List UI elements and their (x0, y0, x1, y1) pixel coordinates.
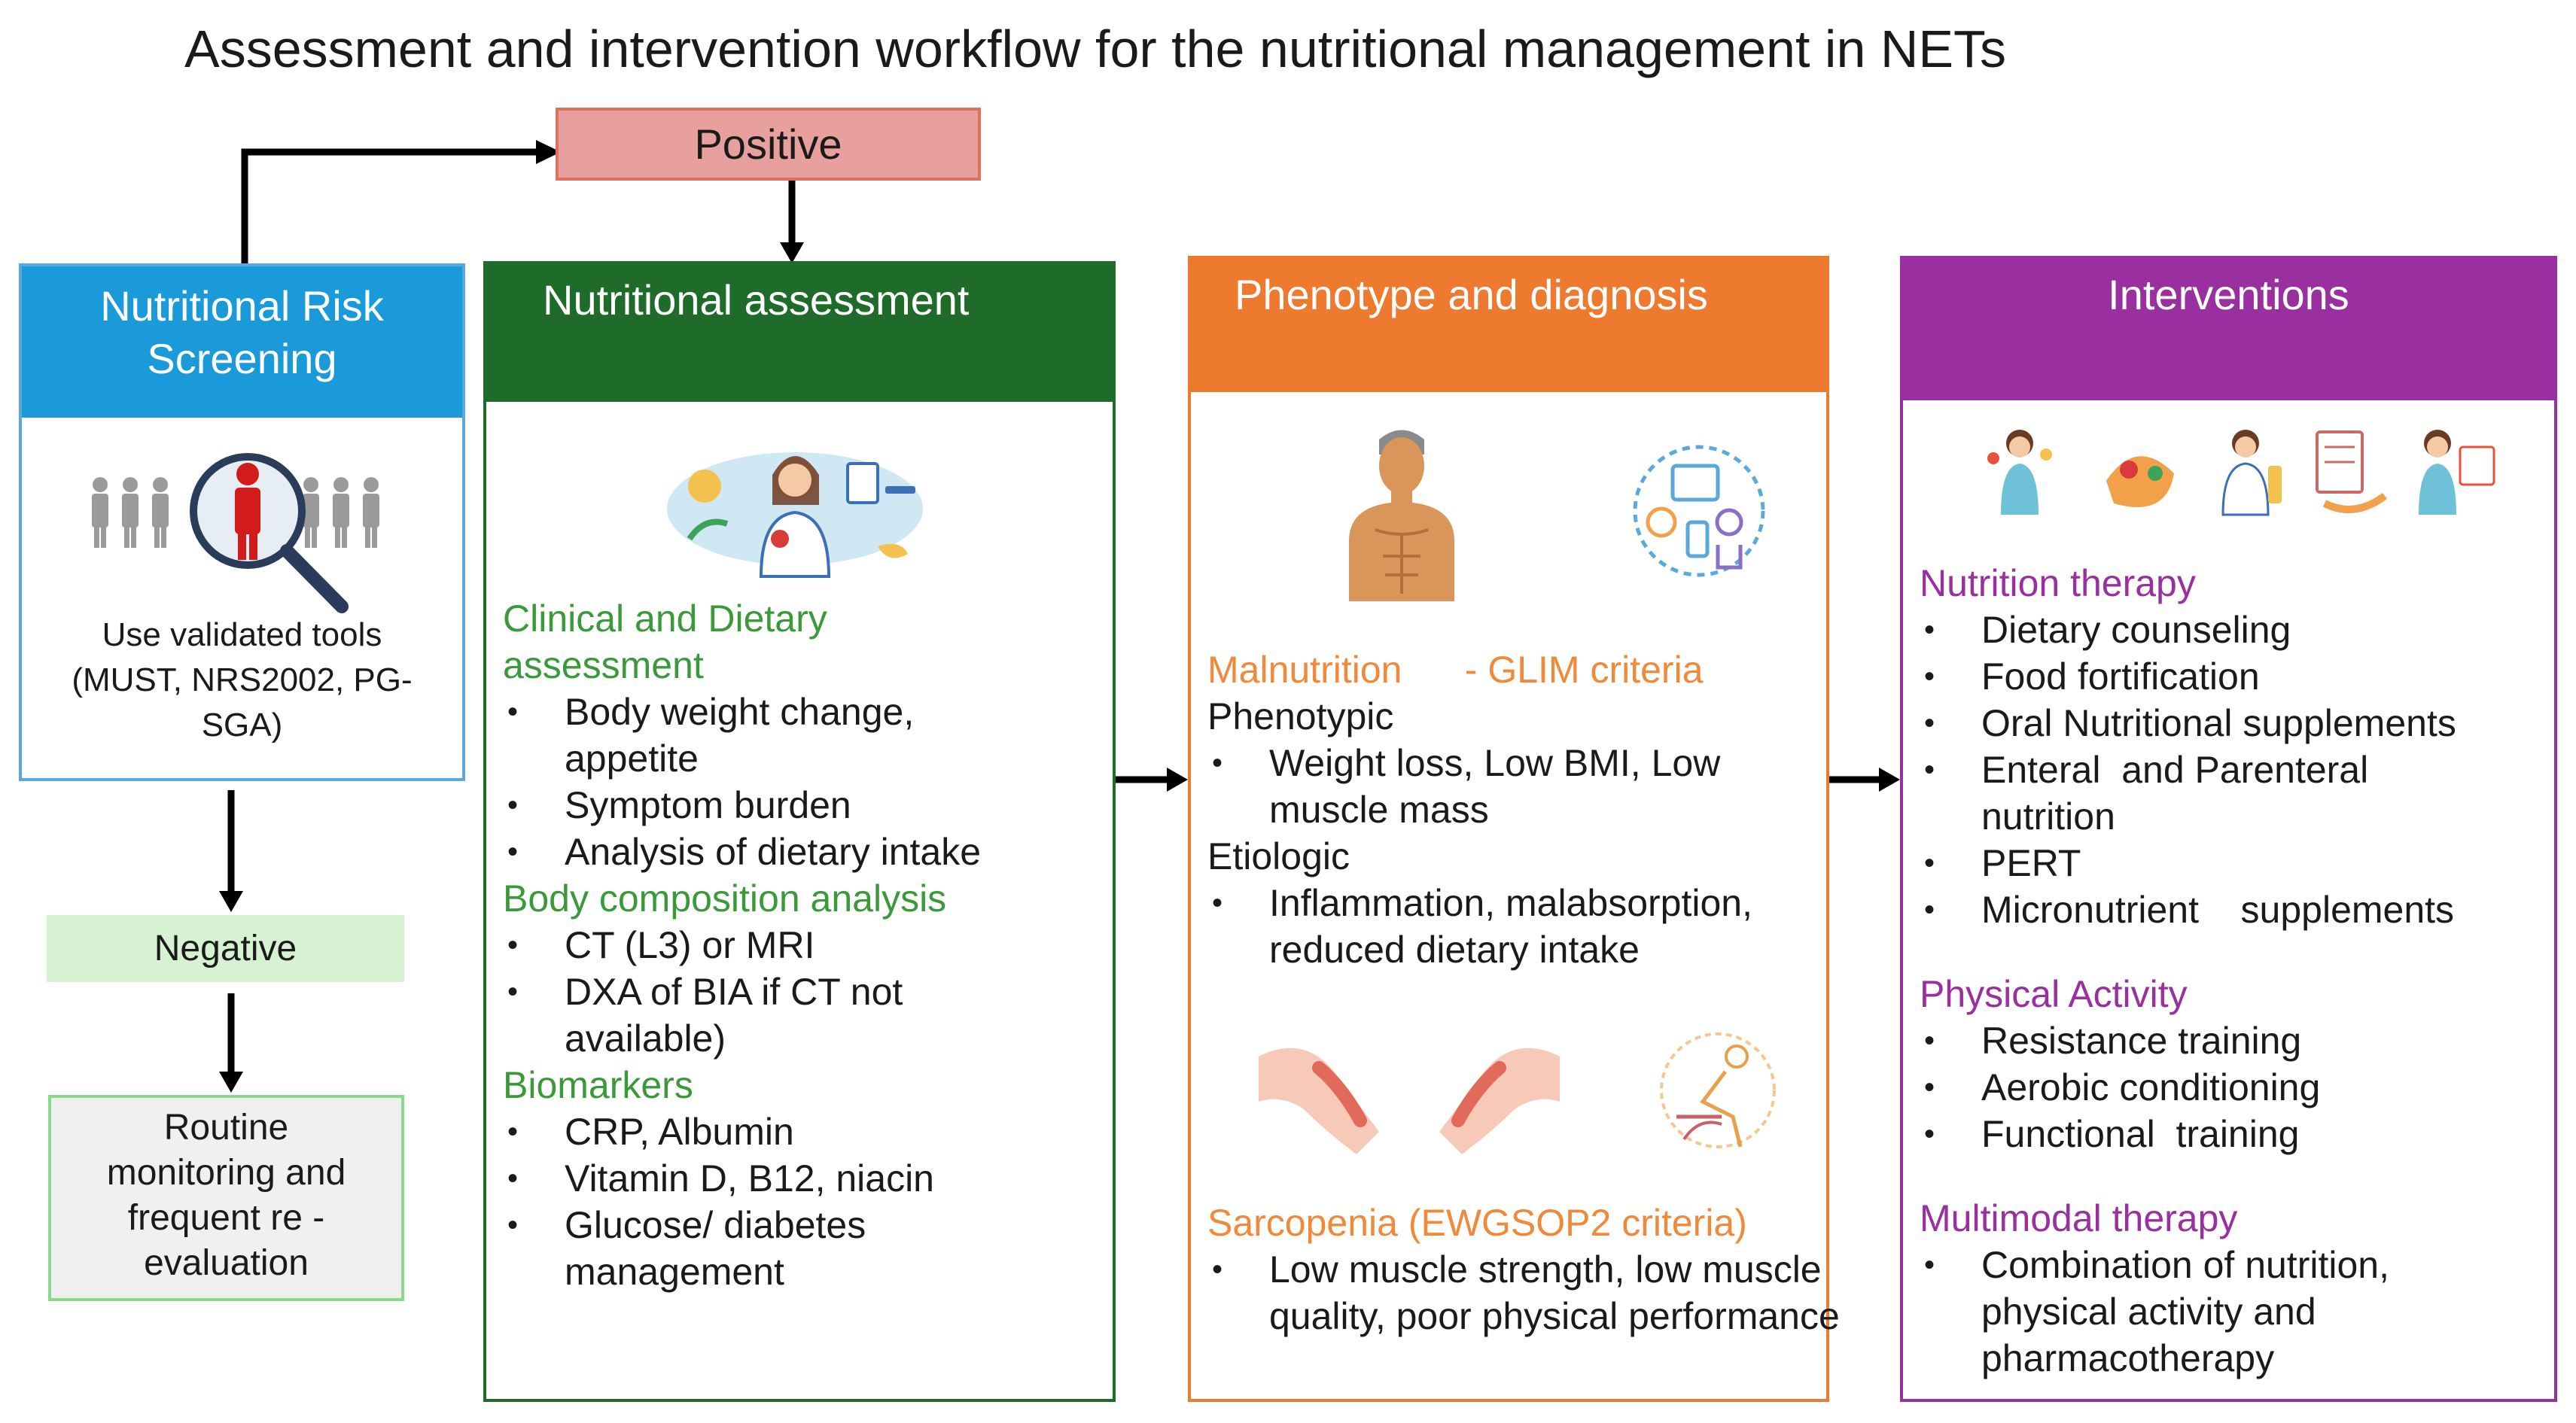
interventions-box: Interventions Nutrition therapy (1900, 256, 2557, 1402)
screening-header: Nutritional Risk Screening (22, 266, 462, 418)
clinical-dietary-heading: Clinical and Dietary assessment (503, 597, 827, 686)
list-item: Body weight change, appetite (503, 689, 1046, 782)
interventions-illustrations-icon (1987, 430, 2495, 516)
positive-box: Positive (556, 108, 981, 181)
multimodal-therapy-list: Combination of nutrition, physical activ… (1920, 1242, 2544, 1382)
list-item: PERT (1920, 840, 2544, 886)
interventions-header: Interventions (1903, 259, 2554, 400)
assessment-body: Clinical and Dietary assessment Body wei… (503, 595, 1105, 1295)
list-item: Food fortification (1920, 653, 2544, 700)
etiologic-list: Inflammation, malabsorption, reduced die… (1207, 880, 1810, 973)
interventions-body: Nutrition therapy Dietary counseling Foo… (1920, 560, 2544, 1382)
list-item: Inflammation, malabsorption, reduced die… (1207, 880, 1766, 973)
routine-line4: evaluation (144, 1243, 309, 1283)
screening-header-line2: Screening (147, 335, 337, 382)
list-item: Analysis of dietary intake (503, 829, 1105, 875)
list-item: Aerobic conditioning (1920, 1064, 2544, 1111)
exercise-illustration-icon (1660, 1032, 1776, 1148)
biomarkers-heading: Biomarkers (503, 1064, 693, 1106)
body-composition-heading: Body composition analysis (503, 877, 947, 920)
phenotypic-list: Weight loss, Low BMI, Low muscle mass (1207, 740, 1810, 833)
diagram-title: Assessment and intervention workflow for… (184, 20, 2007, 78)
physical-activity-list: Resistance training Aerobic conditioning… (1920, 1017, 2544, 1157)
list-item: Resistance training (1920, 1017, 2544, 1064)
routine-line1: Routine (163, 1108, 289, 1148)
screening-box: Nutritional Risk Screening Use validated… (19, 263, 465, 781)
list-item: Enteral and Parenteral nutrition (1920, 746, 2508, 840)
assessment-box: Nutritional assessment Clinical and Diet… (483, 261, 1116, 1402)
clinical-dietary-list: Body weight change, appetite Symptom bur… (503, 689, 1105, 875)
sarcopenia-list: Low muscle strength, low muscle quality,… (1207, 1246, 1840, 1339)
negative-box: Negative (47, 915, 404, 982)
phenotype-box: Phenotype and diagnosis Malnutrition - G… (1188, 256, 1840, 1402)
list-item: Symptom burden (503, 782, 1105, 829)
list-item: Glucose/ diabetes management (503, 1202, 986, 1295)
screening-text-line1: Use validated tools (102, 616, 382, 653)
routine-line3: frequent re - (127, 1198, 325, 1238)
screening-tools-text: Use validated tools (MUST, NRS2002, PG- … (29, 613, 455, 748)
male-torso-icon (1349, 430, 1454, 601)
malnutrition-heading: Malnutrition - GLIM criteria (1207, 649, 1704, 691)
list-item: Micronutrient supplements (1920, 886, 2544, 933)
assessment-header: Nutritional assessment (486, 264, 1113, 402)
phenotype-header: Phenotype and diagnosis (1191, 259, 1826, 392)
sarcopenia-heading: Sarcopenia (EWGSOP2 criteria) (1207, 1202, 1747, 1244)
nutrition-therapy-heading: Nutrition therapy (1920, 562, 2196, 604)
list-item: Functional training (1920, 1111, 2544, 1157)
list-item: Oral Nutritional supplements (1920, 700, 2544, 746)
list-item: Dietary counseling (1920, 607, 2544, 653)
malnutrition-block: Malnutrition - GLIM criteria Phenotypic … (1207, 646, 1810, 973)
dietitian-illustration-icon (667, 452, 923, 578)
list-item: Combination of nutrition, physical activ… (1920, 1242, 2493, 1382)
list-item: CRP, Albumin (503, 1108, 1105, 1155)
diet-circle-icon (1633, 445, 1765, 577)
crowd-magnifier-icon (92, 453, 379, 613)
list-item: Vitamin D, B12, niacin (503, 1155, 1105, 1202)
screening-text-line2: (MUST, NRS2002, PG- (72, 661, 413, 698)
etiologic-label: Etiologic (1207, 835, 1350, 877)
nutrition-therapy-list: Dietary counseling Food fortification Or… (1920, 607, 2544, 933)
multimodal-therapy-heading: Multimodal therapy (1920, 1197, 2238, 1239)
screening-text-line3: SGA) (201, 707, 283, 743)
arrow-screening-to-positive (241, 148, 542, 263)
list-item: CT (L3) or MRI (503, 922, 1105, 968)
sarcopenia-block: Sarcopenia (EWGSOP2 criteria) Low muscle… (1207, 1200, 1840, 1339)
body-composition-list: CT (L3) or MRI DXA of BIA if CT not avai… (503, 922, 1105, 1062)
list-item: Weight loss, Low BMI, Low muscle mass (1207, 740, 1841, 833)
screening-header-line1: Nutritional Risk (100, 282, 384, 330)
routine-monitoring-box: Routine monitoring and frequent re - eva… (48, 1095, 404, 1301)
arm-muscles-icon (1259, 1047, 1560, 1154)
list-item: DXA of BIA if CT not available) (503, 968, 1031, 1062)
phenotypic-label: Phenotypic (1207, 695, 1394, 737)
physical-activity-heading: Physical Activity (1920, 973, 2188, 1015)
list-item: Low muscle strength, low muscle quality,… (1207, 1246, 1841, 1339)
biomarkers-list: CRP, Albumin Vitamin D, B12, niacin Gluc… (503, 1108, 1105, 1295)
routine-line2: monitoring and (106, 1153, 346, 1193)
